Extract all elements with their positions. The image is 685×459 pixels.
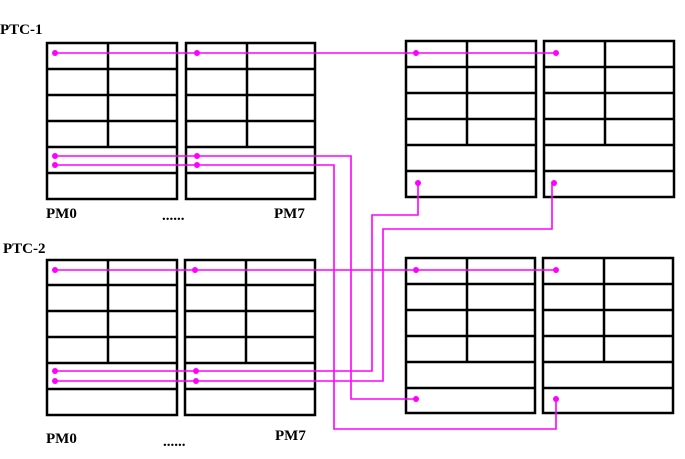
connection-dots: [52, 50, 559, 402]
ptc2-pm0-block: [45, 258, 179, 417]
dot: [52, 378, 58, 384]
dot: [193, 378, 199, 384]
dot: [553, 267, 559, 273]
dot: [194, 50, 200, 56]
dot: [52, 50, 58, 56]
ellipsis-bottom-label: ......: [163, 434, 186, 450]
dot: [192, 267, 198, 273]
ptc2-label: PTC-2: [3, 241, 46, 257]
wire-ptc1-slot2: [55, 164, 557, 430]
module-blocks: [45, 39, 676, 417]
dot: [52, 162, 58, 168]
wire-ptc2-slot1: [55, 183, 419, 372]
dot: [194, 162, 200, 168]
dot: [553, 50, 559, 56]
ptc2-pm7-block: [183, 258, 317, 417]
ptc1-label: PTC-1: [0, 22, 43, 38]
ptc2-right-block-a: [404, 256, 537, 415]
ellipsis-top-label: ......: [162, 208, 185, 224]
wire-ptc2-slot2: [55, 183, 553, 382]
ptc1-right-block-a: [404, 39, 538, 199]
dot: [413, 50, 419, 56]
dot: [415, 180, 421, 186]
pm7-top-label: PM7: [274, 206, 305, 222]
dot: [551, 180, 557, 186]
dot: [52, 368, 58, 374]
dot: [553, 396, 559, 402]
ptc1-pm0-block: [45, 41, 179, 201]
dot: [413, 267, 419, 273]
ptc1-pm7-block: [184, 41, 317, 201]
ptc1-right-block-b: [542, 39, 676, 199]
wire-ptc1-slot1: [55, 155, 416, 400]
dot: [413, 396, 419, 402]
pm0-bottom-label: PM0: [46, 431, 77, 447]
ptc2-right-block-b: [541, 256, 675, 415]
dot: [194, 153, 200, 159]
dot: [193, 368, 199, 374]
dot: [52, 153, 58, 159]
connection-wires: [55, 52, 558, 430]
pm0-top-label: PM0: [46, 206, 77, 222]
dot: [52, 267, 58, 273]
pm7-bottom-label: PM7: [275, 428, 306, 444]
